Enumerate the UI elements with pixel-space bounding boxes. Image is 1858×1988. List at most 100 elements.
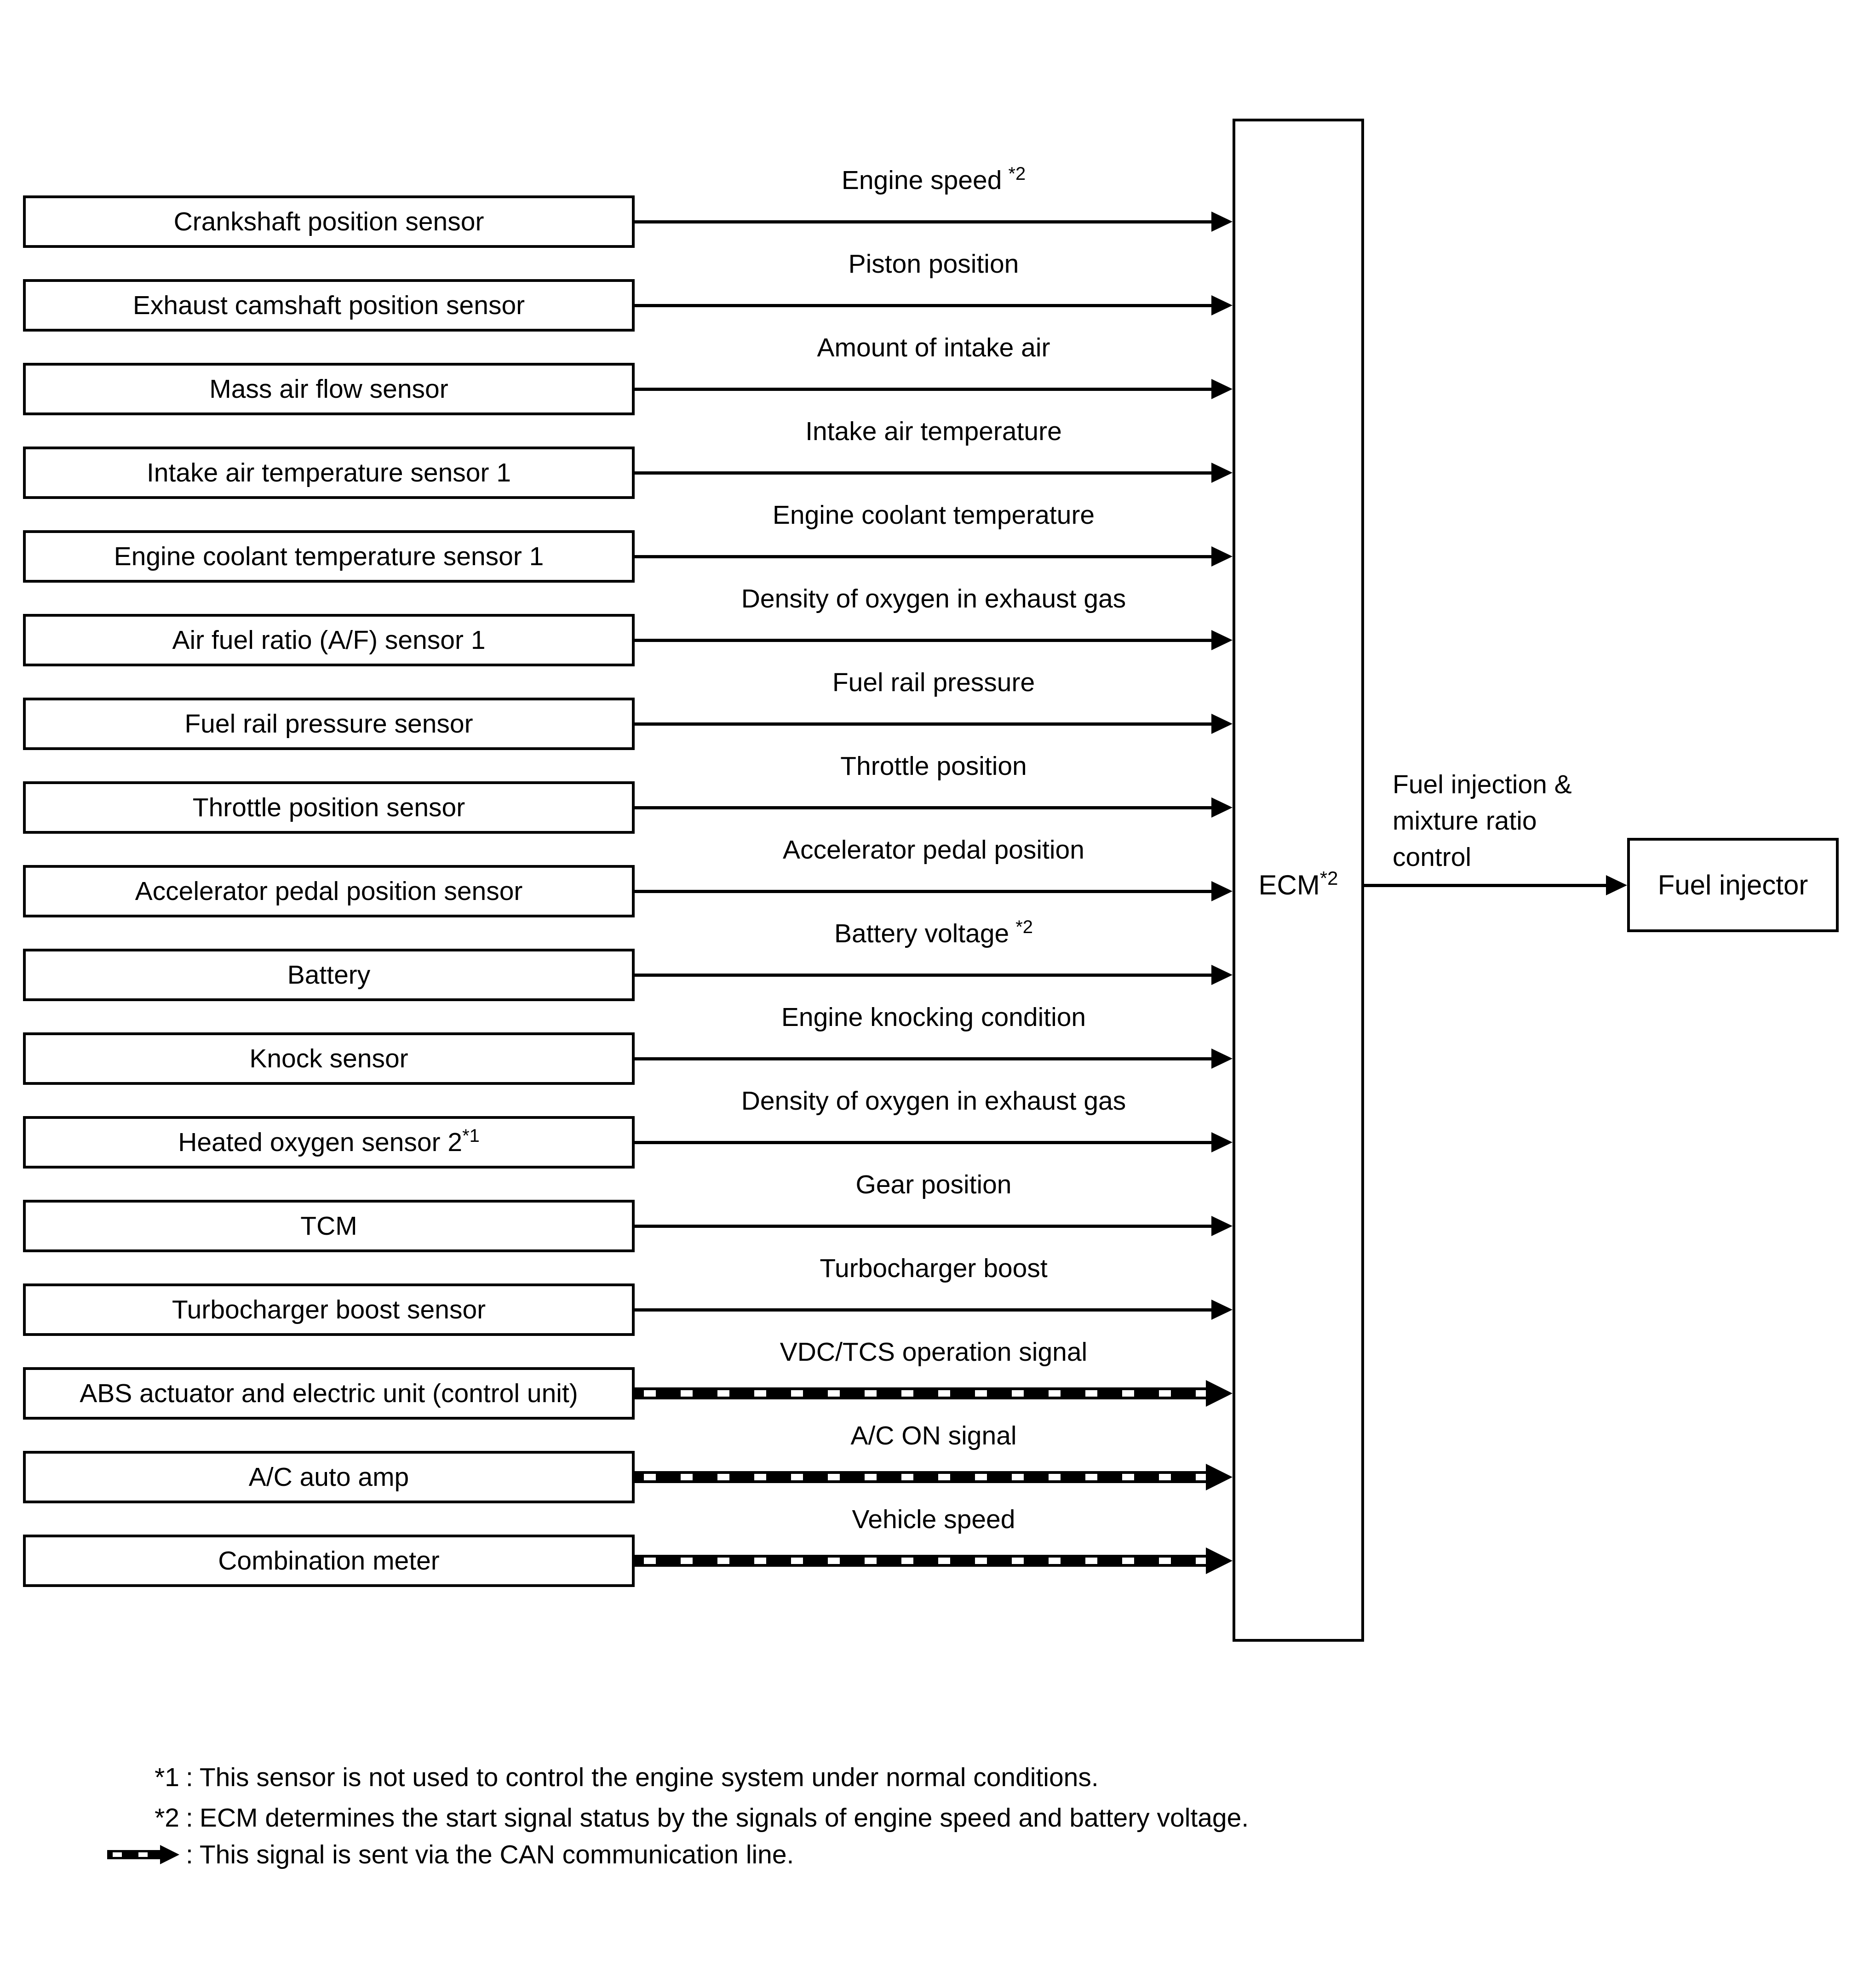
- ecm-label-text: ECM: [1258, 870, 1320, 900]
- arrow-head-10: [1211, 965, 1233, 985]
- source-box-6: Air fuel ratio (A/F) sensor 1: [23, 614, 635, 666]
- arrow-head-13: [1211, 1216, 1233, 1236]
- signal-label-6: Density of oxygen in exhaust gas: [741, 584, 1126, 613]
- output-label-line-1: Fuel injection &: [1393, 770, 1572, 799]
- signal-label-13: Gear position: [855, 1170, 1012, 1199]
- ecm-box: [1233, 119, 1364, 1642]
- footnote-marker-2: *2: [155, 1803, 179, 1833]
- footnote-ref: *2: [1015, 917, 1033, 937]
- source-box-label: Turbocharger boost sensor: [172, 1295, 486, 1324]
- source-box-17: Combination meter: [23, 1535, 635, 1587]
- source-box-label: Crankshaft position sensor: [173, 207, 484, 236]
- footnote-text: This sensor is not used to control the e…: [199, 1763, 1099, 1792]
- footnote-text: This signal is sent via the CAN communic…: [199, 1840, 794, 1869]
- ecm-label: ECM*2: [1233, 869, 1364, 901]
- fuel-injector-box: Fuel injector: [1627, 838, 1839, 932]
- signal-label-11: Engine knocking condition: [781, 1003, 1086, 1032]
- source-box-10: Battery: [23, 949, 635, 1001]
- source-box-label: A/C auto amp: [248, 1462, 409, 1492]
- source-box-11: Knock sensor: [23, 1032, 635, 1085]
- source-box-3: Mass air flow sensor: [23, 363, 635, 415]
- source-box-label: TCM: [300, 1211, 357, 1241]
- source-box-13: TCM: [23, 1200, 635, 1252]
- source-box-12: Heated oxygen sensor 2*1: [23, 1116, 635, 1169]
- source-box-label: Combination meter: [218, 1546, 440, 1576]
- arrow-line-3: [635, 388, 1212, 391]
- arrow-line-9: [635, 890, 1212, 893]
- source-box-5: Engine coolant temperature sensor 1: [23, 530, 635, 583]
- arrow-line-6: [635, 639, 1212, 642]
- ecm-output-arrow-head: [1606, 875, 1627, 895]
- source-box-label: Heated oxygen sensor 2*1: [178, 1126, 480, 1157]
- source-box-label: Intake air temperature sensor 1: [146, 458, 511, 487]
- output-label-line-3: control: [1393, 842, 1472, 872]
- source-box-label: ABS actuator and electric unit (control …: [80, 1379, 578, 1408]
- footnote-text: ECM determines the start signal status b…: [199, 1803, 1249, 1833]
- footnote-1: *1:This sensor is not used to control th…: [94, 1762, 1099, 1793]
- signal-label-8: Throttle position: [840, 751, 1027, 781]
- footnote-ref: *1: [462, 1126, 480, 1146]
- signal-label-17: Vehicle speed: [852, 1505, 1015, 1534]
- arrow-line-8: [635, 806, 1212, 809]
- arrow-head-8: [1211, 797, 1233, 818]
- footnote-separator: :: [186, 1803, 193, 1833]
- arrow-line-11: [635, 1057, 1212, 1060]
- source-box-9: Accelerator pedal position sensor: [23, 865, 635, 917]
- arrow-head-2: [1211, 295, 1233, 315]
- arrow-line-4: [635, 471, 1212, 475]
- can-arrow-band-17: [635, 1555, 1207, 1567]
- can-arrow-head-16: [1206, 1464, 1233, 1490]
- signal-label-4: Intake air temperature: [805, 417, 1062, 446]
- source-box-4: Intake air temperature sensor 1: [23, 447, 635, 499]
- signal-label-12: Density of oxygen in exhaust gas: [741, 1086, 1126, 1116]
- arrow-head-11: [1211, 1048, 1233, 1069]
- signal-label-15: VDC/TCS operation signal: [780, 1337, 1088, 1367]
- can-arrow-legend-icon: [107, 1845, 179, 1864]
- footnote-3: :This signal is sent via the CAN communi…: [94, 1839, 794, 1870]
- footnote-2: *2:ECM determines the start signal statu…: [94, 1802, 1249, 1833]
- source-box-8: Throttle position sensor: [23, 781, 635, 834]
- source-box-14: Turbocharger boost sensor: [23, 1283, 635, 1336]
- signal-label-14: Turbocharger boost: [820, 1254, 1048, 1283]
- source-box-2: Exhaust camshaft position sensor: [23, 279, 635, 332]
- can-arrow-head-17: [1206, 1547, 1233, 1574]
- source-box-label: Air fuel ratio (A/F) sensor 1: [172, 625, 486, 655]
- can-arrow-head-15: [1206, 1380, 1233, 1407]
- signal-label-9: Accelerator pedal position: [783, 835, 1084, 865]
- arrow-head-9: [1211, 881, 1233, 901]
- source-box-1: Crankshaft position sensor: [23, 195, 635, 248]
- arrow-line-10: [635, 974, 1212, 977]
- output-label-line-2: mixture ratio: [1393, 806, 1537, 836]
- footnote-ref: *2: [1008, 164, 1026, 184]
- output-label: Fuel injection & mixture ratio control: [1393, 767, 1572, 876]
- fuel-injector-label: Fuel injector: [1657, 870, 1808, 900]
- arrow-line-7: [635, 722, 1212, 726]
- arrow-line-14: [635, 1308, 1212, 1312]
- signal-label-1: Engine speed*2: [841, 164, 1026, 195]
- can-arrow-legend-band: [107, 1850, 160, 1859]
- footnote-separator: :: [186, 1840, 193, 1869]
- arrow-line-5: [635, 555, 1212, 558]
- source-box-label: Mass air flow sensor: [209, 374, 448, 404]
- source-box-label: Accelerator pedal position sensor: [135, 877, 523, 906]
- source-box-label: Throttle position sensor: [192, 793, 465, 822]
- ecm-output-arrow-line: [1364, 884, 1607, 887]
- source-box-16: A/C auto amp: [23, 1451, 635, 1503]
- signal-label-7: Fuel rail pressure: [832, 668, 1035, 697]
- signal-label-3: Amount of intake air: [817, 333, 1050, 362]
- source-box-label: Battery: [287, 960, 371, 990]
- source-box-label: Fuel rail pressure sensor: [184, 709, 473, 739]
- footnote-marker-3: [94, 1845, 179, 1864]
- source-box-15: ABS actuator and electric unit (control …: [23, 1367, 635, 1420]
- source-box-label: Exhaust camshaft position sensor: [132, 291, 525, 320]
- arrow-head-7: [1211, 714, 1233, 734]
- signal-label-2: Piston position: [848, 249, 1019, 279]
- arrow-head-4: [1211, 463, 1233, 483]
- signal-label-5: Engine coolant temperature: [772, 500, 1095, 530]
- arrow-head-1: [1211, 212, 1233, 232]
- arrow-line-13: [635, 1225, 1212, 1228]
- arrow-head-14: [1211, 1300, 1233, 1320]
- arrow-head-12: [1211, 1132, 1233, 1152]
- signal-label-16: A/C ON signal: [850, 1421, 1017, 1450]
